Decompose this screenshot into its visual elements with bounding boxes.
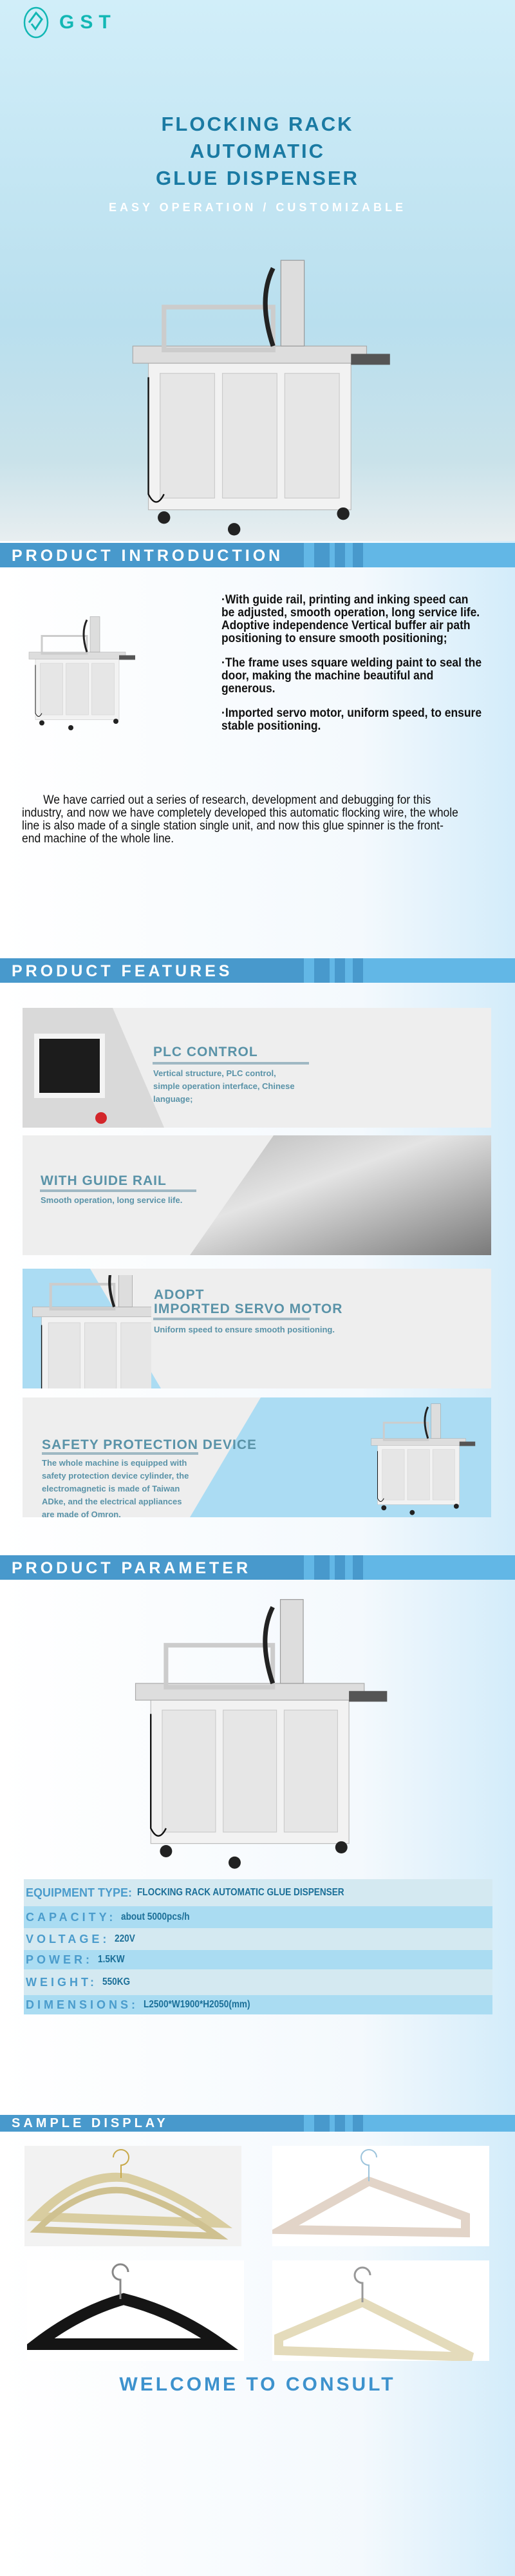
- section-header-introduction: PRODUCT INTRODUCTION: [0, 543, 515, 567]
- feature-desc: Vertical structure, PLC control, simple …: [153, 1068, 295, 1104]
- gst-logo-icon: [23, 6, 49, 39]
- parameter-table: EQUIPMENT TYPE: FLOCKING RACK AUTOMATIC G…: [24, 1879, 492, 2014]
- section-title: PRODUCT PARAMETER: [12, 1559, 252, 1577]
- intro-bullets: ·With guide rail, printing and inking sp…: [221, 594, 482, 744]
- welcome-text: WELCOME TO CONSULT: [119, 2374, 396, 2395]
- servo-motor-image: [23, 1275, 151, 1388]
- feature-title-line: IMPORTED SERVO MOTOR: [154, 1302, 343, 1316]
- feature-desc: Uniform speed to ensure smooth positioni…: [154, 1325, 335, 1334]
- divider: [153, 1062, 309, 1065]
- parameter-label: POWER:: [26, 1953, 93, 1966]
- intro-bullet: ·Imported servo motor, uniform speed, to…: [221, 706, 482, 733]
- feature-card-guide-rail: WITH GUIDE RAIL Smooth operation, long s…: [23, 1135, 491, 1255]
- feature-title: WITH GUIDE RAIL: [41, 1173, 167, 1188]
- section-title: SAMPLE DISPLAY: [12, 2116, 169, 2130]
- parameter-row: EQUIPMENT TYPE: FLOCKING RACK AUTOMATIC G…: [24, 1879, 492, 1906]
- parameter-value: 550KG: [102, 1976, 131, 1987]
- section-title: PRODUCT FEATURES: [12, 962, 233, 980]
- hero-title-line: AUTOMATIC: [189, 140, 326, 162]
- divider: [40, 1189, 196, 1192]
- parameter-label: CAPACITY:: [26, 1910, 117, 1924]
- parameter-label: DIMENSIONS:: [26, 1998, 139, 2011]
- parameter-row: POWER: 1.5KW: [24, 1950, 492, 1969]
- parameter-label: WEIGHT:: [26, 1975, 97, 1989]
- parameter-value: 1.5KW: [98, 1954, 125, 1965]
- parameter-label: VOLTAGE:: [26, 1932, 110, 1946]
- touchscreen-image: [34, 1034, 105, 1098]
- section-header-parameter: PRODUCT PARAMETER: [0, 1555, 515, 1580]
- brand-logo-text: GST: [59, 12, 117, 33]
- sample-image-beige-hangers: [24, 2146, 241, 2246]
- intro-bullet: ·The frame uses square welding paint to …: [221, 656, 482, 696]
- hero-subtitle: EASY OPERATION / CUSTOMIZABLE: [108, 201, 407, 214]
- emergency-stop-icon: [95, 1112, 107, 1124]
- feature-desc: Smooth operation, long service life.: [41, 1195, 183, 1205]
- parameter-value: 220V: [115, 1933, 136, 1944]
- parameter-label: EQUIPMENT TYPE:: [26, 1886, 133, 1899]
- divider: [153, 1318, 310, 1320]
- feature-title: PLC CONTROL: [153, 1045, 258, 1059]
- parameter-row: CAPACITY: about 5000pcs/h: [24, 1906, 492, 1928]
- parameter-value: about 5000pcs/h: [121, 1911, 190, 1922]
- hero-title-line: FLOCKING RACK: [161, 113, 354, 135]
- hero-title: FLOCKING RACK AUTOMATIC GLUE DISPENSER: [0, 111, 515, 192]
- feature-card-plc: PLC CONTROL Vertical structure, PLC cont…: [23, 1008, 491, 1128]
- parameter-row: DIMENSIONS: L2500*W1900*H2050(mm): [24, 1995, 492, 2014]
- intro-bullet: ·With guide rail, printing and inking sp…: [221, 593, 480, 645]
- hero-title-line: GLUE DISPENSER: [156, 167, 359, 189]
- feature-title: SAFETY PROTECTION DEVICE: [42, 1437, 257, 1452]
- sample-image-black-hangers: [19, 2260, 244, 2361]
- machine-image-intro: [28, 616, 136, 732]
- feature-title-line: ADOPT: [154, 1287, 205, 1302]
- parameter-value: L2500*W1900*H2050(mm): [144, 1999, 250, 2010]
- divider: [42, 1452, 198, 1455]
- feature-card-safety: SAFETY PROTECTION DEVICE The whole machi…: [23, 1397, 491, 1517]
- sample-image-pink-hangers: [265, 2146, 489, 2246]
- sample-image-ivory-hangers: [272, 2260, 489, 2362]
- machine-image-hero: [109, 245, 406, 541]
- parameter-row: VOLTAGE: 220V: [24, 1928, 492, 1950]
- section-header-features: PRODUCT FEATURES: [0, 958, 515, 983]
- section-title: PRODUCT INTRODUCTION: [12, 547, 284, 565]
- guide-rail-image: [190, 1135, 491, 1255]
- parameter-row: WEIGHT: 550KG: [24, 1969, 492, 1995]
- feature-desc: The whole machine is equipped with safet…: [42, 1458, 189, 1517]
- intro-paragraph: We have carried out a series of research…: [22, 793, 458, 846]
- section-header-samples: SAMPLE DISPLAY: [0, 2115, 515, 2132]
- machine-image-parameter: [113, 1584, 402, 1874]
- parameter-value: FLOCKING RACK AUTOMATIC GLUE DISPENSER: [137, 1887, 344, 1898]
- safety-device-image: [370, 1403, 476, 1517]
